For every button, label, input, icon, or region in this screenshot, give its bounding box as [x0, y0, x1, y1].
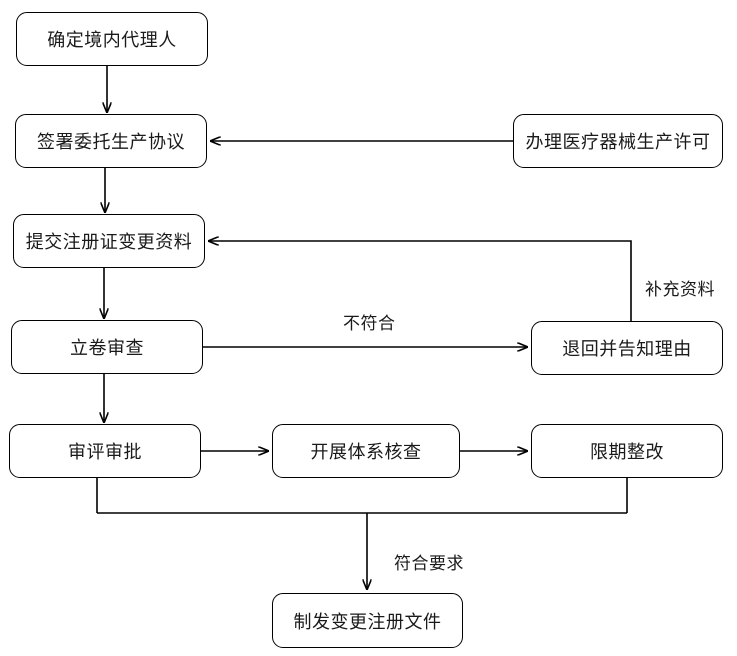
edge-n6-n4 — [209, 241, 632, 321]
node-label: 提交注册证变更资料 — [25, 232, 193, 252]
node-determine-domestic-agent[interactable]: 确定境内代理人 — [16, 12, 208, 66]
node-label: 办理医疗器械生产许可 — [525, 132, 711, 152]
node-label: 退回并告知理由 — [562, 339, 692, 359]
node-rectify-within-time-limit[interactable]: 限期整改 — [531, 424, 723, 478]
edge-label-meets-requirements: 符合要求 — [394, 554, 464, 573]
node-technical-review-approval[interactable]: 审评审批 — [9, 424, 201, 478]
node-label: 立卷审查 — [70, 338, 144, 358]
node-conduct-system-inspection[interactable]: 开展体系核查 — [272, 424, 460, 478]
node-label: 签署委托生产协议 — [37, 132, 185, 152]
node-apply-medical-device-production-license[interactable]: 办理医疗器械生产许可 — [513, 114, 723, 168]
node-submit-registration-change-materials[interactable]: 提交注册证变更资料 — [13, 214, 205, 268]
node-return-and-notify-reason[interactable]: 退回并告知理由 — [531, 321, 723, 375]
node-issue-change-registration-document[interactable]: 制发变更注册文件 — [272, 593, 463, 648]
edge-label-not-compliant: 不符合 — [343, 314, 396, 333]
node-filing-review[interactable]: 立卷审查 — [11, 320, 203, 374]
edge-label-supplement-materials: 补充资料 — [645, 280, 715, 299]
node-label: 制发变更注册文件 — [293, 611, 442, 632]
node-label: 开展体系核查 — [310, 442, 422, 462]
node-sign-contract-manufacturing-agreement[interactable]: 签署委托生产协议 — [15, 114, 207, 168]
node-label: 确定境内代理人 — [47, 30, 177, 50]
node-label: 限期整改 — [590, 442, 664, 462]
node-label: 审评审批 — [68, 442, 142, 462]
